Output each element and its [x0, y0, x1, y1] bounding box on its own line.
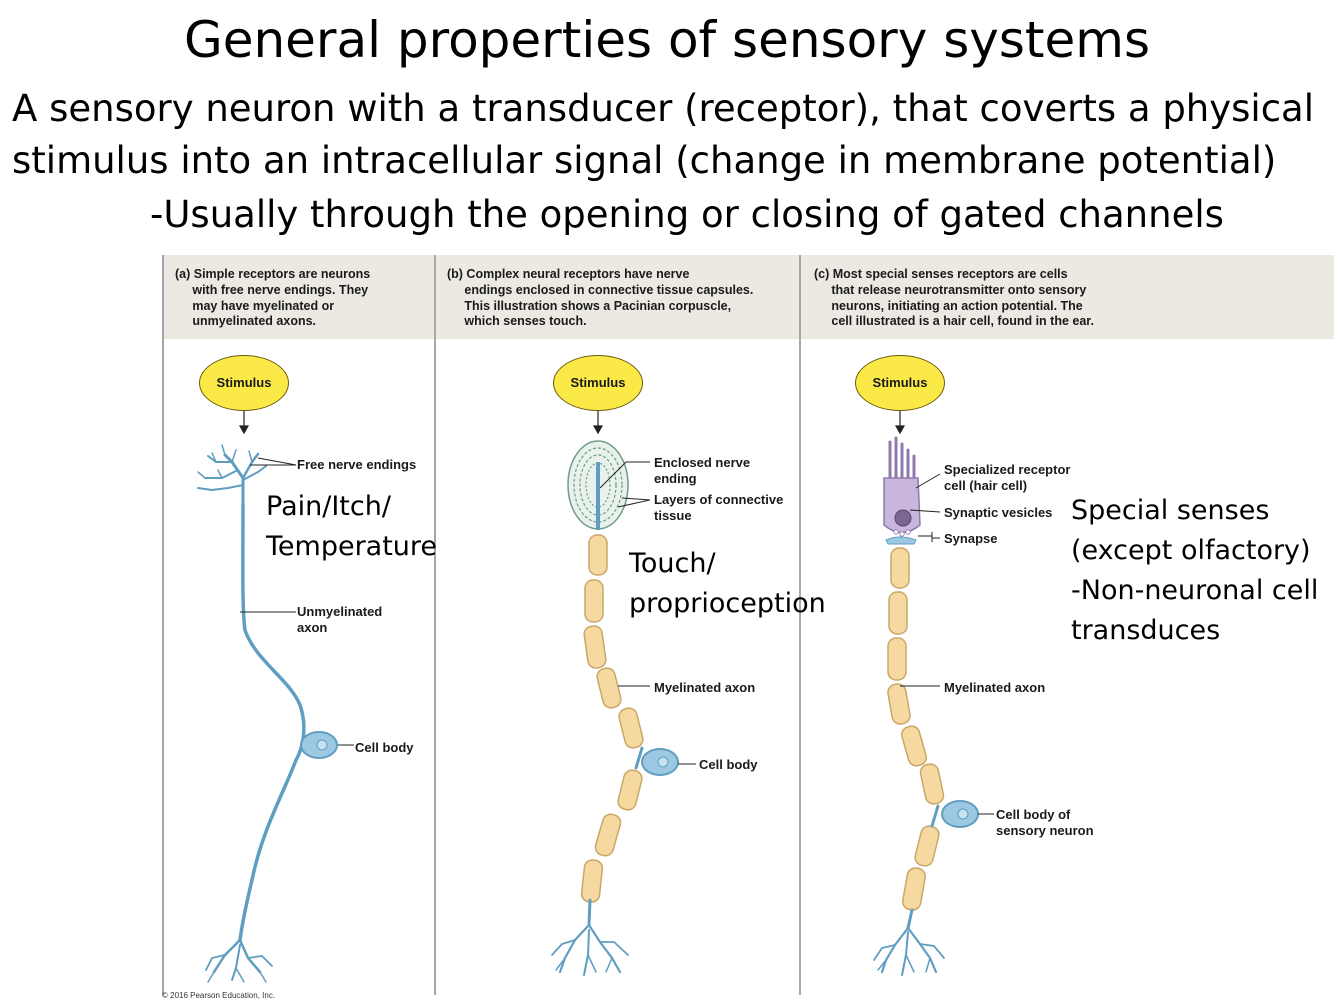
- body-line-3: -Usually through the opening or closing …: [150, 193, 1224, 236]
- label-myelinated-axon-c: Myelinated axon: [944, 680, 1046, 695]
- label-enclosed-nerve-ending: Enclosed nerve ending: [654, 455, 751, 486]
- label-unmyelinated-axon: Unmyelinated axon: [297, 604, 383, 635]
- panel-b-header: [436, 255, 800, 339]
- hair-cell: [883, 436, 921, 545]
- label-myelinated-axon-b: Myelinated axon: [654, 680, 756, 695]
- label-cell-body-a: Cell body: [355, 740, 414, 755]
- copyright-notice: © 2016 Pearson Education, Inc.: [162, 991, 276, 1000]
- myelin-b: [580, 534, 644, 903]
- annotation-pain-itch-temperature: Pain/Itch/ Temperature: [266, 491, 438, 562]
- myelin-c: [887, 547, 945, 911]
- stimulus-b: Stimulus: [553, 355, 643, 411]
- label-synaptic-vesicles: Synaptic vesicles: [944, 505, 1053, 520]
- panel-a-header: [164, 255, 435, 339]
- panel-c-caption: (c) Most special senses receptors are ce…: [814, 267, 1094, 329]
- body-line-1: A sensory neuron with a transducer (rece…: [12, 87, 1315, 130]
- annotation-touch-proprioception: Touch/ proprioception: [629, 548, 826, 619]
- slide-title: General properties of sensory systems: [183, 11, 1151, 69]
- stimulus-c: Stimulus: [855, 355, 945, 411]
- panel-b-caption: (b) Complex neural receptors have nerve …: [447, 267, 754, 329]
- body-line-2: stimulus into an intracellular signal (c…: [12, 139, 1277, 182]
- label-connective-tissue-layers: Layers of connective tissue: [654, 492, 784, 523]
- panel-c-header: [801, 255, 1334, 339]
- panel-a-caption: (a) Simple receptors are neurons with fr…: [175, 267, 371, 329]
- pacinian-corpuscle: [567, 440, 629, 530]
- label-free-nerve-endings: Free nerve endings: [297, 457, 417, 472]
- label-hair-cell: Specialized receptor cell (hair cell): [944, 462, 1071, 493]
- label-cell-body-b: Cell body: [699, 757, 758, 772]
- label-cell-body-sensory-neuron: Cell body of sensory neuron: [996, 807, 1094, 838]
- label-synapse: Synapse: [944, 531, 998, 546]
- annotation-special-senses: Special senses (except olfactory) -Non-n…: [1071, 495, 1319, 646]
- stimulus-a: Stimulus: [199, 355, 289, 411]
- neuron-a: [197, 444, 306, 983]
